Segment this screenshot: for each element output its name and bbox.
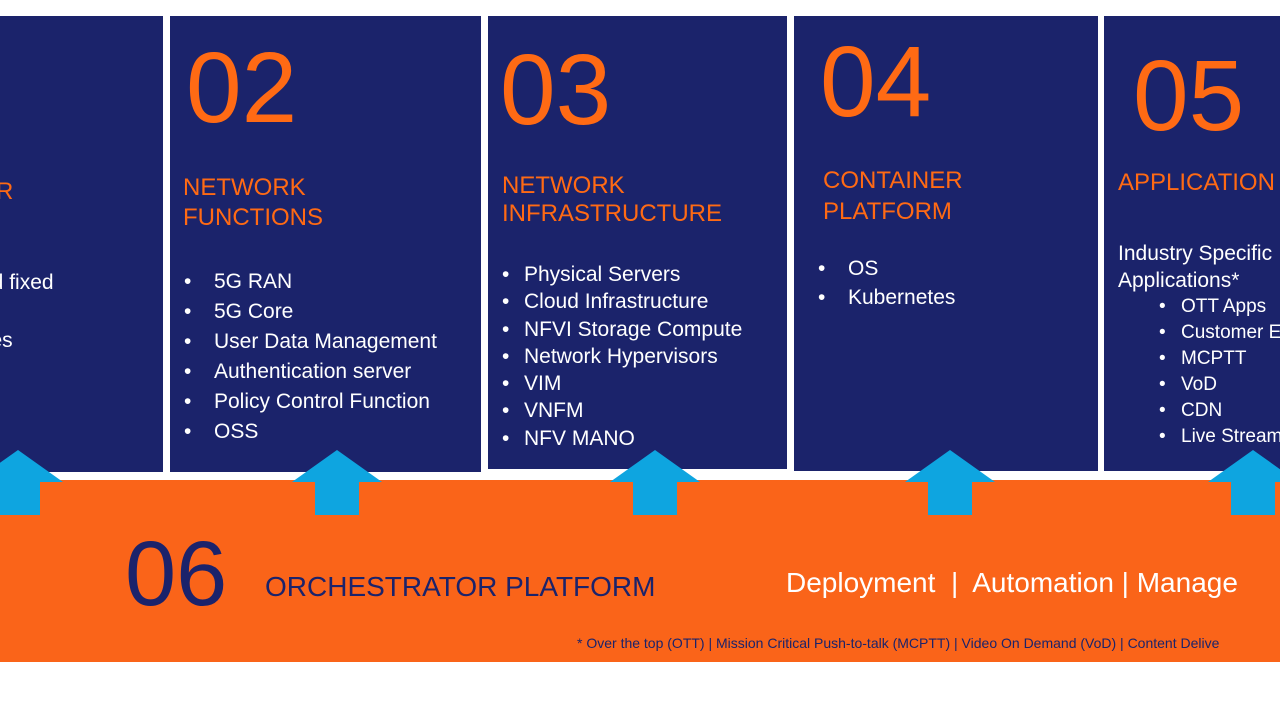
list-item: VoD xyxy=(1159,372,1280,398)
panel-01-title-line: ER xyxy=(0,178,14,205)
list-item: OSS xyxy=(182,417,437,447)
up-arrow-icon xyxy=(1208,450,1280,515)
panel-02-list: 5G RAN 5G Core User Data Management Auth… xyxy=(182,267,437,447)
list-item: NFVI Storage Compute xyxy=(502,316,742,344)
list-item: Cloud Infrastructure xyxy=(502,288,742,316)
list-item: Physical Servers xyxy=(502,261,742,289)
panel-03-list: Physical Servers Cloud Infrastructure NF… xyxy=(502,261,742,452)
list-item: Network Hypervisors xyxy=(502,343,742,371)
list-item: Authentication server xyxy=(182,357,437,387)
up-arrow-icon xyxy=(610,450,700,515)
panel-05-title-line: APPLICATION xyxy=(1118,169,1275,196)
panel-03-title-line: NETWORK xyxy=(502,172,625,199)
panel-05-intro: Industry Specific Applications* xyxy=(1118,240,1272,294)
footnote: * Over the top (OTT) | Mission Critical … xyxy=(577,635,1220,651)
up-arrow-icon xyxy=(292,450,382,515)
panel-01-line xyxy=(0,297,54,326)
panel-01-title-line: S xyxy=(0,206,13,234)
panel-02-title-line: NETWORK xyxy=(183,174,306,201)
up-arrow-icon xyxy=(0,450,63,515)
list-item: Live Stream xyxy=(1159,424,1280,450)
list-item: VIM xyxy=(502,370,742,398)
panel-01-line: ces xyxy=(0,329,13,352)
panel-02-number: 02 xyxy=(186,32,298,144)
panel-04-title-line: PLATFORM xyxy=(823,198,952,225)
orchestrator-number: 06 xyxy=(125,523,228,625)
orchestrator-title: ORCHESTRATOR PLATFORM xyxy=(265,571,656,602)
list-item: Policy Control Function xyxy=(182,387,437,417)
panel-04-title: CONTAINER PLATFORM xyxy=(823,167,963,226)
panel-03-title-line: INFRASTRUCTURE xyxy=(502,200,722,227)
panel-04-number: 04 xyxy=(820,26,932,138)
panel-02-title: NETWORK FUNCTIONS xyxy=(183,174,323,232)
up-arrow-icon xyxy=(905,450,995,515)
panel-05-number: 05 xyxy=(1133,40,1245,152)
panel-01-title: ER S xyxy=(0,178,13,234)
panel-03: 03 NETWORK INFRASTRUCTURE Physical Serve… xyxy=(488,16,787,469)
panel-04: 04 CONTAINER PLATFORM OS Kubernetes xyxy=(794,16,1098,471)
panel-03-title: NETWORK INFRASTRUCTURE xyxy=(502,172,722,228)
list-item: OTT Apps xyxy=(1159,294,1280,320)
list-item: MCPTT xyxy=(1159,346,1280,372)
panel-05-title: APPLICATION xyxy=(1118,169,1275,197)
panel-02-title-line: FUNCTIONS xyxy=(183,204,323,231)
panel-05-intro-line: Industry Specific xyxy=(1118,242,1273,265)
panel-02: 02 NETWORK FUNCTIONS 5G RAN 5G Core User… xyxy=(170,16,481,472)
panel-01-line: nd fixed xyxy=(0,271,54,294)
list-item: CDN xyxy=(1159,398,1280,424)
orchestrator-tags: Deployment | Automation | Manage xyxy=(786,567,1238,598)
list-item: OS xyxy=(816,254,955,283)
list-item: NFV MANO xyxy=(502,425,742,453)
list-item: Kubernetes xyxy=(816,283,955,312)
list-item: 5G Core xyxy=(182,297,437,327)
list-item: Customer E xyxy=(1159,320,1280,346)
panel-01: ER S nd fixed ces xyxy=(0,16,163,472)
list-item: VNFM xyxy=(502,397,742,425)
panel-04-list: OS Kubernetes xyxy=(816,254,955,312)
panel-04-title-line: CONTAINER xyxy=(823,167,963,194)
panel-01-text: nd fixed ces xyxy=(0,268,54,355)
list-item: 5G RAN xyxy=(182,267,437,297)
list-item: User Data Management xyxy=(182,327,437,357)
panel-05: 05 APPLICATION Industry Specific Applica… xyxy=(1104,16,1280,471)
panel-05-list: OTT Apps Customer E MCPTT VoD CDN Live S… xyxy=(1159,294,1280,450)
panel-03-number: 03 xyxy=(500,34,612,146)
panel-05-intro-line: Applications* xyxy=(1118,269,1240,292)
